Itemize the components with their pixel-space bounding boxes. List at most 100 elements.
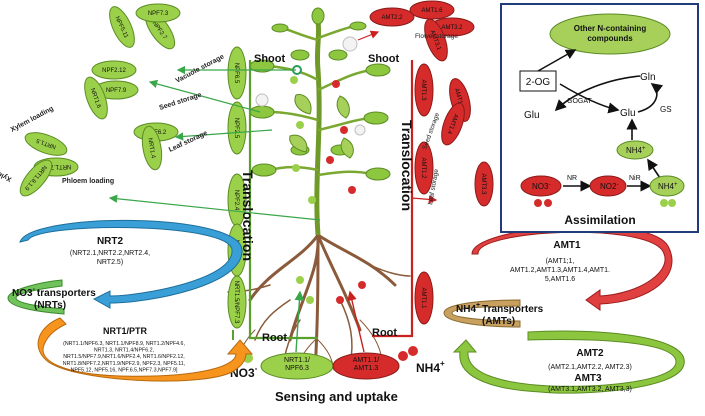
amt2-amt3-arc	[452, 330, 685, 394]
nrts-bracket	[7, 279, 65, 315]
flower-leaf: AMT2.2	[369, 7, 415, 27]
pea-pods	[289, 94, 354, 159]
no2-node	[589, 175, 627, 197]
gln-label: Gln	[640, 72, 656, 83]
amts-title: NH4+Transporters	[456, 302, 544, 315]
shoot-right-label: Shoot	[368, 53, 399, 65]
xylem-leaf: NRT1.8,1.9	[19, 159, 53, 197]
vacuole-leaf-label: NPF7.3	[148, 11, 169, 17]
seed-leaf-right: AMT1.4	[441, 102, 465, 146]
left-stem-leaf-label: NRT1.5/NPF7.3	[233, 281, 239, 324]
right-stem-leaf: AMT1.3	[414, 63, 434, 117]
left-translocation-arrows	[108, 65, 321, 221]
xylem-leaf-label: NRT1.7.1.9	[40, 163, 71, 169]
nrt2-members: (NRT2.1,NRT2.2,NRT2.4,NRT2.5)	[70, 250, 150, 266]
root-right-label: Root	[372, 327, 397, 339]
nrt1-arc	[37, 317, 254, 382]
other-compounds-node	[549, 13, 671, 55]
nr-label: NR	[567, 175, 577, 182]
seed-leaf: NPF2.12	[91, 60, 137, 80]
leaf-storage-leaf: NRT1.4	[141, 125, 163, 171]
left-translocation	[232, 60, 318, 340]
nrts-title: NO3-transporters	[12, 286, 96, 299]
right-translocation-arrows	[357, 30, 438, 204]
plant-leaves	[249, 7, 391, 181]
assimilation-title: Assimilation	[564, 213, 635, 227]
nrts-subtitle: (NRTs)	[34, 300, 66, 311]
nitrate-dots	[290, 76, 316, 304]
uptake-left-label: NRT1.1/NPF6.3	[284, 357, 310, 372]
amt1-title: AMT1	[553, 240, 581, 251]
no3-node-label: NO3-	[532, 182, 550, 191]
nh4-lower-label: NH4+	[658, 182, 678, 191]
no3-node	[520, 175, 562, 197]
translocation-left-label: Translocation	[240, 170, 256, 261]
nrt2-title: NRT2	[97, 236, 124, 247]
uptake-no3-arrow	[294, 290, 305, 353]
right-leaf-clusters: AMT2.2AMT1.6AMT3.2AMT3.1AMT1.1aAMT1.4AMT…	[369, 0, 494, 207]
nrt2-arc	[19, 219, 243, 309]
right-stem-leaf-label: AMT1.1	[420, 287, 426, 309]
gs-label: GS	[660, 105, 672, 114]
nh4-dot-2	[408, 346, 418, 356]
nrt1-members: (NRT1.1/NPF6.3, NRT1.1/NPF8.9, NRT1.2/NP…	[63, 341, 185, 373]
two-og-label: 2-OG	[526, 77, 551, 88]
amts-subtitle: (AMTs)	[482, 316, 515, 327]
seed-leaf: NRT1.6	[84, 76, 108, 120]
flower-storage-label: Flower storage	[415, 33, 458, 40]
flower-leaf: AMT3.1	[424, 18, 448, 62]
glu-left-label: Glu	[524, 110, 540, 121]
left-stem-leaf-label: NPF2.4	[233, 190, 239, 211]
flower-leaf-label: AMT3.2	[441, 25, 463, 31]
flower-leaf-label: AMT1.6	[421, 8, 443, 14]
flower-leaf-label: AMT2.2	[381, 15, 403, 21]
nrt1-title: NRT1/PTR	[103, 326, 148, 336]
xylem-unloading-label: Xylem unloading	[0, 153, 13, 183]
nh4-upper-label: NH4+	[626, 146, 646, 155]
right-stem-leaf-label: AMT1.3	[420, 79, 426, 101]
glu-right-label: Glu	[620, 108, 636, 119]
phloem-loading-label: Phloem loading	[62, 178, 114, 185]
shoot-left-label: Shoot	[254, 53, 285, 65]
left-stem-leaf: NPF6.5	[227, 46, 247, 100]
amt3-title: AMT3	[574, 373, 602, 384]
right-stem-leaf: AMT1.2	[414, 141, 434, 195]
amt2-members: (AMT2.1,AMT2.2, AMT2.3)	[548, 364, 632, 371]
leaf-storage-leaf-label: NRT1.4	[146, 138, 156, 160]
right-seed-storage-label: Seed storage	[421, 112, 441, 151]
seed-leaf-label: NPF7.9	[106, 88, 127, 94]
nir-label: NiR	[629, 175, 641, 182]
left-stem-leaf: NRT1.5/NPF7.3	[227, 275, 247, 329]
flower-leaf: AMT1.6	[409, 0, 455, 20]
nh4-label: NH4+	[416, 359, 445, 375]
root-left-label: Root	[262, 332, 287, 344]
seed-leaf-label: NPF2.12	[102, 68, 126, 74]
amt3-members: (AMT3.1,AMT3.2, AMT3,3)	[548, 386, 632, 393]
vacuole-leaf: NPF5.11	[109, 6, 135, 48]
left-stem-leaf: NPF2.5	[227, 101, 247, 155]
amts-bracket	[443, 299, 521, 328]
vacuole-storage-label: Vacuole storage	[175, 53, 226, 84]
nh4-dot-1	[398, 351, 408, 361]
sensing-uptake-label: Sensing and uptake	[275, 389, 398, 404]
amt2-title: AMT2	[576, 348, 604, 359]
nh4-lower-node	[649, 175, 685, 197]
left-stem-leaf-label: NPF2.5	[233, 118, 239, 139]
amt1-members: (AMT1;1,AMT1.2,AMT1.3,AMT1.4,AMT1.5,AMT1…	[510, 258, 610, 283]
uptake-amt-leaf: AMT1.1/AMT1.3	[332, 352, 400, 380]
right-stem-leaf: AMT1.1	[414, 271, 434, 325]
xylem-loading-label: Xylem loading	[10, 105, 55, 133]
no2-node-label: NO2-	[600, 182, 618, 191]
left-stem-leaf: NPF2.4	[227, 173, 247, 227]
right-translocation	[372, 60, 414, 338]
xylem-leaf: NRT1.5	[24, 132, 68, 156]
uptake-nh4-arrow	[347, 290, 365, 353]
right-stem-leaf-label: AMT1.2	[420, 157, 426, 179]
leaf-storage-leaf-right-label: AMT3.3	[480, 173, 486, 195]
